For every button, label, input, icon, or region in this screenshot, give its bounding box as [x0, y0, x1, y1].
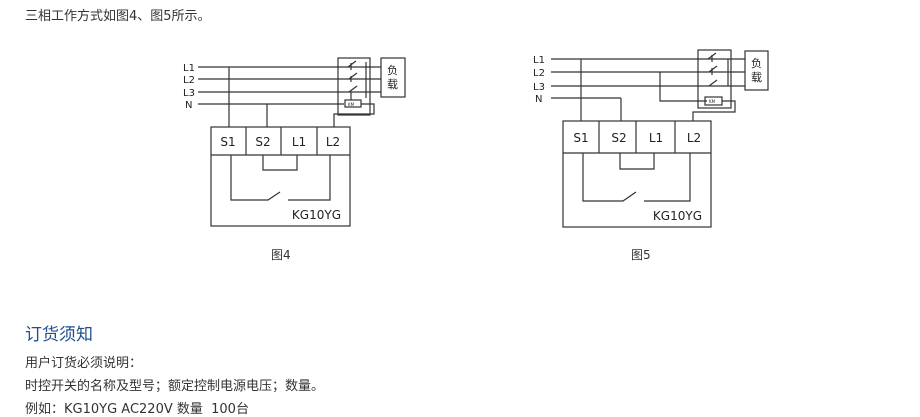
- fig4-terminal-l2: L2: [326, 135, 340, 149]
- fig4-load-box: [380, 57, 406, 98]
- fig4-label-l3: L3: [183, 88, 195, 99]
- fig4-label-l1: L1: [183, 63, 195, 74]
- figure-4-caption: 图4: [271, 248, 291, 262]
- order-line-2: 时控开关的名称及型号；额定控制电源电压；数量。: [25, 379, 325, 394]
- fig5-load-label-2: 载: [751, 71, 762, 84]
- figure-5-caption: 图5: [631, 248, 651, 262]
- order-heading: 订货须知: [25, 325, 93, 345]
- order-line-1: 用户订货必须说明：: [25, 356, 143, 371]
- fig5-terminal-l1: L1: [649, 131, 663, 145]
- fig5-coil-return: [692, 100, 736, 121]
- order-line-3: 例如：KG10YG AC220V 数量 100台: [25, 402, 249, 417]
- fig4-km-label: KM: [348, 102, 355, 107]
- fig5-terminal-s1: S1: [573, 131, 588, 145]
- fig4-load-label-1: 负: [387, 63, 398, 77]
- fig5-load-box: [744, 50, 769, 91]
- fig5-controller-box: [562, 120, 712, 228]
- fig5-label-l2: L2: [533, 68, 545, 79]
- fig4-switch-contacts: [347, 60, 358, 93]
- fig5-terminal-s2: S2: [611, 131, 626, 145]
- fig5-label-l1: L1: [533, 55, 545, 66]
- figure-5-diagram: [551, 49, 769, 228]
- fig5-km-label: KM: [709, 99, 716, 104]
- fig5-contactor-box: [697, 49, 732, 109]
- fig4-contactor-box: [337, 57, 371, 116]
- intro-text: 三相工作方式如图4、图5所示。: [25, 9, 211, 24]
- fig4-label-n: N: [185, 100, 192, 111]
- fig5-load-label-1: 负: [751, 56, 762, 70]
- fig4-model-label: KG10YG: [292, 208, 341, 222]
- fig4-label-l2: L2: [183, 75, 195, 86]
- fig5-terminal-l2: L2: [687, 131, 701, 145]
- fig5-label-n: N: [535, 94, 542, 105]
- fig4-terminal-s1: S1: [220, 135, 235, 149]
- fig4-load-label-2: 载: [387, 78, 398, 91]
- fig5-label-l3: L3: [533, 82, 545, 93]
- fig4-terminal-s2: S2: [255, 135, 270, 149]
- figure-4-diagram: [198, 57, 406, 227]
- fig4-coil-return: [333, 103, 375, 127]
- fig5-model-label: KG10YG: [653, 209, 702, 223]
- fig5-l2-to-coil: [659, 72, 707, 102]
- fig4-terminal-l1: L1: [292, 135, 306, 149]
